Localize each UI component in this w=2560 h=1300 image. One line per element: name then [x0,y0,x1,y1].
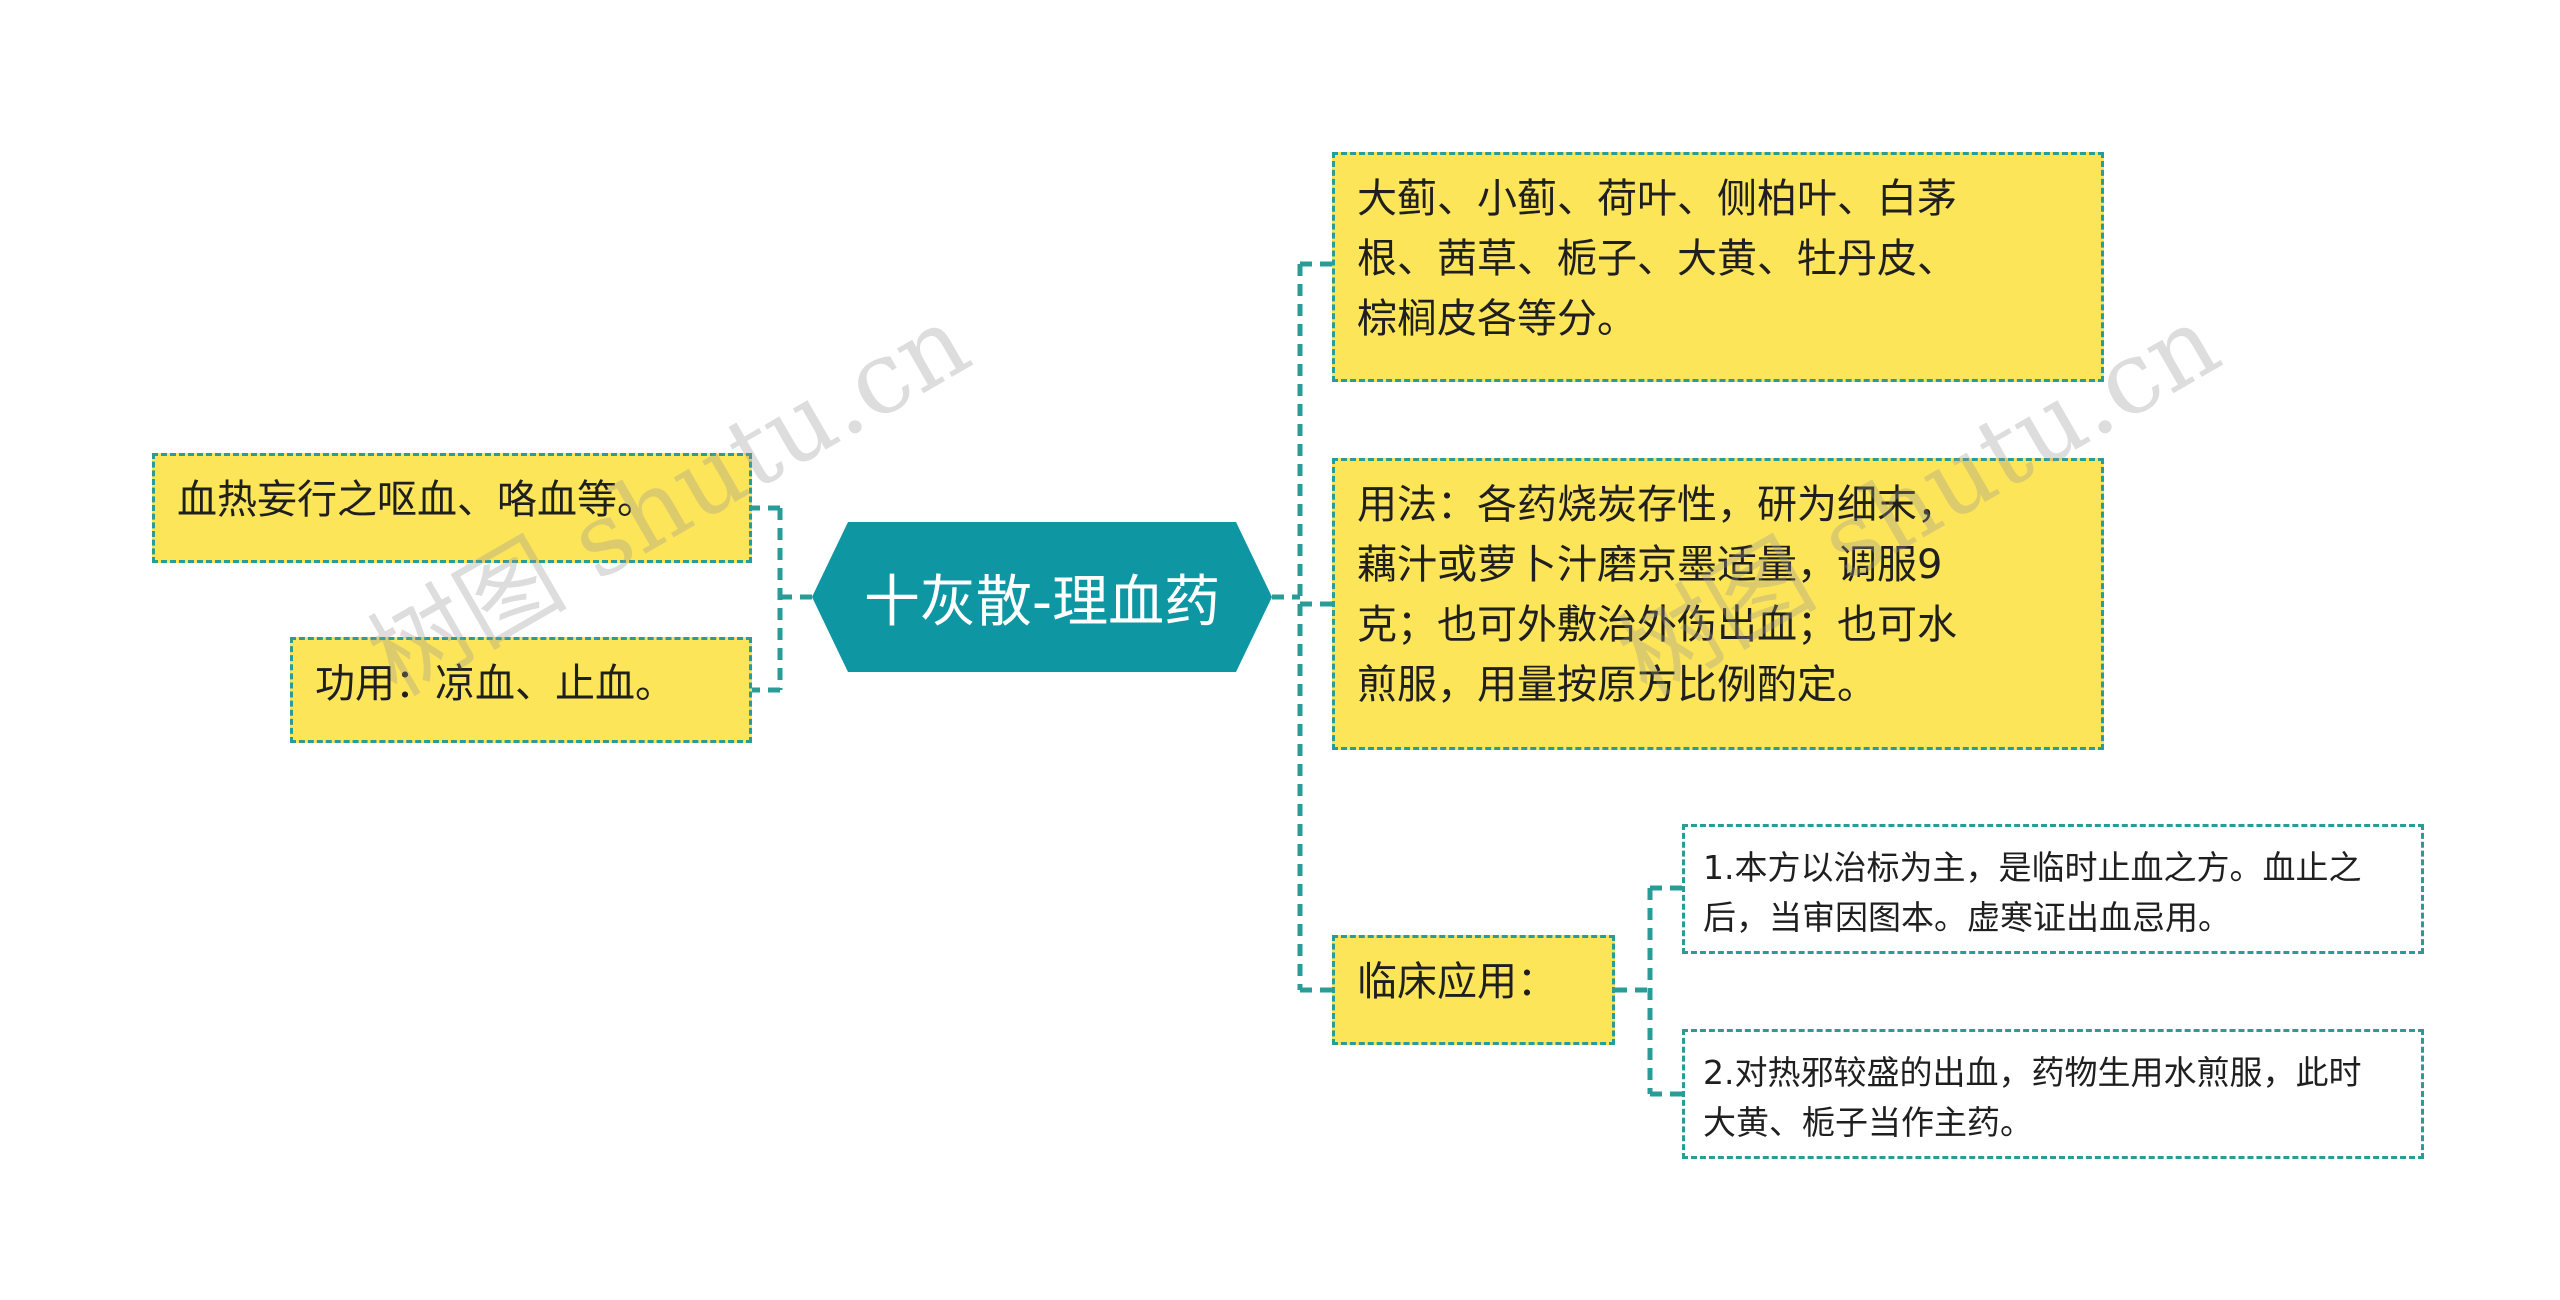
node-text: 2.对热邪较盛的出血，药物生用水煎服，此时 [1703,1053,2362,1092]
right-branch-ingredients[interactable]: 大蓟、小蓟、荷叶、侧柏叶、白茅 根、茜草、栀子、大黄、牡丹皮、 棕榈皮各等分。 [1332,152,2104,382]
node-text: 1.本方以治标为主，是临时止血之方。血止之 [1703,848,2362,887]
right-branch-clinical[interactable]: 临床应用： [1332,935,1615,1045]
clinical-note-1[interactable]: 1.本方以治标为主，是临时止血之方。血止之 后，当审因图本。虚寒证出血忌用。 [1682,824,2424,954]
root-topic-label: 十灰散-理血药 [863,569,1221,635]
right-branch-usage[interactable]: 用法：各药烧炭存性，研为细末， 藕汁或萝卜汁磨京墨适量，调服9 克；也可外敷治外… [1332,458,2104,750]
node-text: 临床应用： [1357,959,1557,1005]
node-text: 大黄、栀子当作主药。 [1703,1103,2033,1142]
root-topic[interactable]: 十灰散-理血药 [812,522,1272,672]
node-text: 大蓟、小蓟、荷叶、侧柏叶、白茅 [1357,176,1957,222]
left-branch-symptoms[interactable]: 血热妄行之呕血、咯血等。 [152,453,752,563]
node-text: 功用：凉血、止血。 [315,661,675,707]
node-text: 用法：各药烧炭存性，研为细末， [1357,482,1957,528]
node-text: 根、茜草、栀子、大黄、牡丹皮、 [1357,236,1957,282]
node-text: 后，当审因图本。虚寒证出血忌用。 [1703,898,2231,937]
left-branch-function[interactable]: 功用：凉血、止血。 [290,637,752,743]
clinical-note-2[interactable]: 2.对热邪较盛的出血，药物生用水煎服，此时 大黄、栀子当作主药。 [1682,1029,2424,1159]
node-text: 克；也可外敷治外伤出血；也可水 [1357,602,1957,648]
node-text: 藕汁或萝卜汁磨京墨适量，调服9 [1357,542,1943,588]
node-text: 棕榈皮各等分。 [1357,296,1637,342]
node-text: 血热妄行之呕血、咯血等。 [177,477,657,523]
node-text: 煎服，用量按原方比例酌定。 [1357,662,1877,708]
